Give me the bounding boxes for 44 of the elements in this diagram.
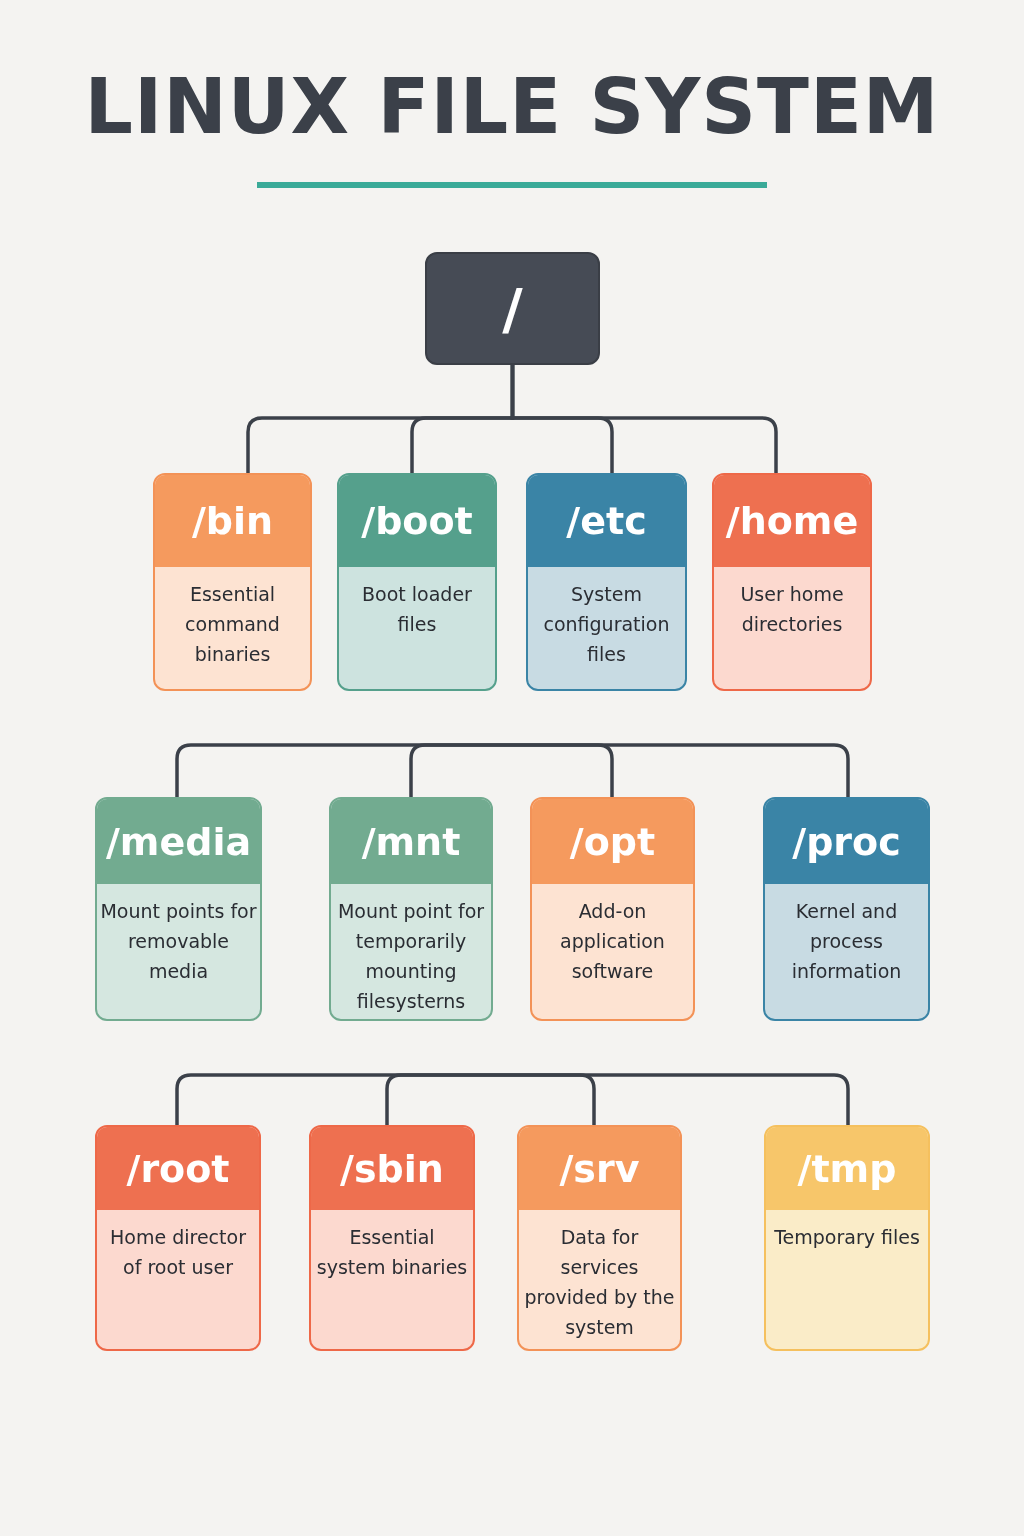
directory-card	[329, 797, 493, 1021]
directory-name: /home	[725, 499, 859, 543]
directory-description: Home director of root user	[109, 1225, 247, 1280]
directory-name: /boot	[361, 499, 473, 543]
directory-description: System configuration files	[542, 582, 671, 667]
directory-card	[517, 1125, 682, 1351]
directory-description: Add-on application software	[559, 899, 666, 984]
connector-line	[409, 743, 514, 797]
directory-description: Boot loader files	[361, 582, 473, 637]
directory-name: /opt	[569, 819, 656, 864]
directory-description: User home directories	[739, 582, 845, 637]
directory-description: Essential system binaries	[315, 1225, 469, 1280]
diagram-title: LINUX FILE SYSTEM	[83, 62, 941, 151]
connector-line	[510, 743, 850, 797]
directory-card	[309, 1125, 475, 1351]
directory-description: Mount points for removable media	[99, 899, 258, 984]
directory-name: /proc	[792, 819, 901, 864]
directory-name: /	[502, 276, 523, 341]
directory-name: /srv	[559, 1146, 640, 1191]
directory-card	[337, 473, 497, 691]
directory-card	[712, 473, 872, 691]
connector-line	[510, 1073, 850, 1125]
directory-name: /media	[105, 819, 252, 864]
directory-description: Essential command binaries	[184, 582, 281, 667]
root-directory-box	[425, 252, 600, 365]
directory-card	[763, 797, 930, 1021]
directory-name: /sbin	[340, 1146, 444, 1191]
directory-name: /bin	[191, 499, 274, 543]
directory-description: Mount point for temporarily mounting filesysterns	[336, 899, 486, 1014]
directory-card	[526, 473, 687, 691]
connector-line	[385, 1073, 514, 1125]
directory-description: Temporary files	[773, 1225, 921, 1250]
directory-name: /mnt	[361, 819, 461, 864]
directory-description: Kernel and process information	[790, 899, 903, 984]
directory-card	[95, 797, 262, 1021]
connector-line	[510, 365, 778, 473]
directory-description: Data for services provided by the system	[523, 1225, 676, 1340]
directory-name: /etc	[566, 499, 647, 543]
directory-card	[153, 473, 312, 691]
directory-name: /root	[126, 1146, 230, 1191]
directory-name: /tmp	[797, 1146, 897, 1191]
directory-card	[95, 1125, 261, 1351]
directory-card	[764, 1125, 930, 1351]
directory-card	[530, 797, 695, 1021]
